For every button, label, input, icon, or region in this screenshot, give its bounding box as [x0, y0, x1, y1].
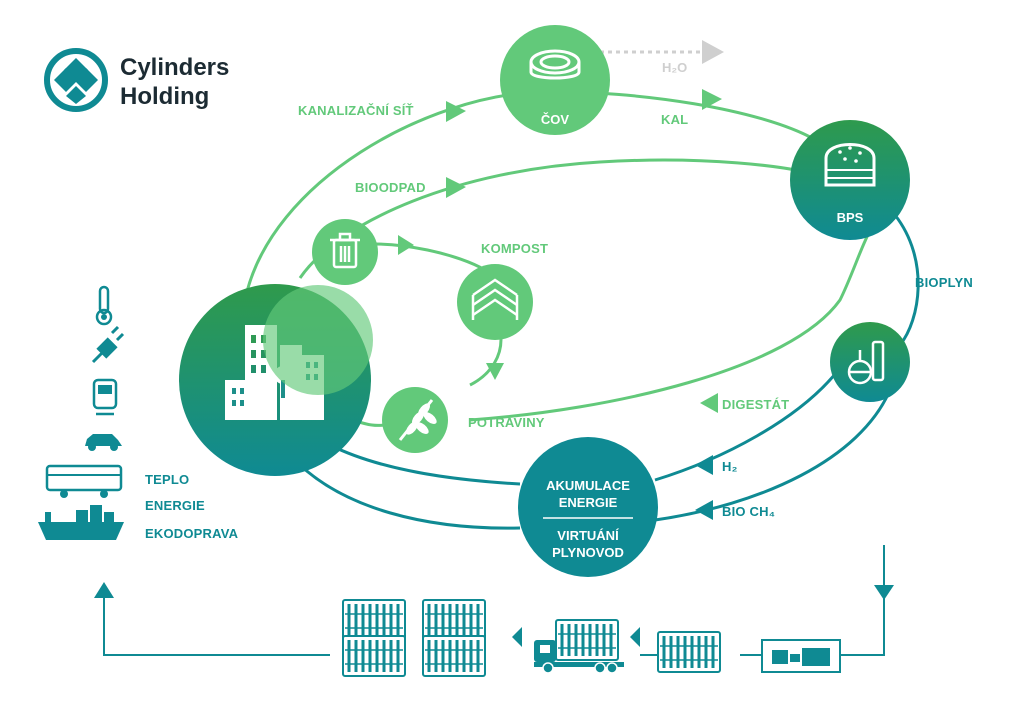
ship-icon: [38, 505, 124, 540]
city-overlap-highlight: [263, 285, 373, 395]
akumulace-line2: ENERGIE: [559, 495, 618, 510]
brand-name-line2: Holding: [120, 83, 209, 110]
city-to-akumulace-upper: [329, 443, 521, 486]
label-h2: H₂: [722, 459, 738, 474]
label-teplo: TEPLO: [145, 472, 189, 487]
bio-ch4-line: [654, 389, 892, 522]
label-kompost: KOMPOST: [481, 241, 548, 256]
compost-node: [457, 264, 533, 340]
label-potraviny: POTRAVINY: [468, 415, 545, 430]
akumulace-line1: AKUMULACE: [546, 478, 630, 493]
label-ekodoprava: EKODOPRAVA: [145, 526, 239, 541]
label-bio-ch4: BIO CH₄: [722, 504, 775, 519]
digestate-loop: [469, 206, 896, 422]
train-icon: [92, 378, 118, 416]
h2-arrow: [695, 455, 713, 475]
brand-logo: Cylinders Holding: [44, 48, 229, 112]
water-outflow-arrow: [702, 40, 724, 64]
left-arrow-2: [512, 627, 522, 647]
label-bioplyn: BIOPLYN: [915, 275, 973, 290]
label-h2o: H₂O: [662, 60, 687, 75]
bus-icon: [45, 464, 123, 498]
akumulace-line3: VIRTUÁNÍ: [557, 528, 619, 543]
outputs-icons: [38, 285, 125, 540]
flow-arrows: [94, 89, 894, 647]
biowaste-arrow: [446, 177, 466, 198]
cylinder-bundle-icon: [341, 598, 407, 642]
return-line: [103, 598, 330, 656]
brand-name-line1: Cylinders: [120, 54, 229, 81]
inner-biowaste-loop: [298, 158, 829, 279]
down-arrow: [874, 585, 894, 600]
truck-icon: [534, 618, 624, 674]
biogas-tank-icon: [824, 143, 876, 187]
cylinder-bundle-icon: [341, 634, 407, 678]
cov-node: ČOV: [500, 25, 610, 135]
lab-flask-icon: [847, 340, 885, 385]
lab-node: [830, 322, 910, 402]
diamond-logo-icon: [44, 48, 108, 112]
label-kal: KAL: [661, 112, 688, 127]
label-digestat: DIGESTÁT: [722, 397, 789, 412]
trash-node: [312, 219, 378, 285]
cylinder-bundle-icon: [656, 630, 722, 674]
wheat-icon: [398, 399, 437, 441]
car-icon: [85, 434, 122, 451]
label-kanalizacni-sit: KANALIZAČNÍ SÍŤ: [298, 103, 414, 118]
label-energie: ENERGIE: [145, 498, 205, 513]
city-to-akumulace-lower: [288, 453, 521, 530]
plug-icon: [91, 325, 125, 364]
cylinder-bundle-icon: [421, 634, 487, 678]
compost-heap-icon: [471, 278, 519, 320]
cylinder-bundle-icon: [421, 598, 487, 642]
up-arrow: [94, 582, 114, 598]
cov-label: ČOV: [541, 112, 570, 127]
thermometer-icon: [95, 285, 113, 326]
digestate-arrow: [700, 393, 718, 413]
compost-in-arrow: [398, 235, 414, 255]
sewage-arrow: [446, 101, 466, 122]
biogas-line: [893, 214, 920, 346]
left-arrow-1: [630, 627, 640, 647]
compressor-icon: [761, 639, 841, 673]
sludge-arrow: [702, 89, 722, 110]
akumulace-node: AKUMULACE ENERGIE VIRTUÁNÍ PLYNOVOD: [518, 437, 658, 577]
label-bioodpad: BIOODPAD: [355, 180, 426, 195]
compost-out-arrow: [486, 363, 504, 380]
akumulace-line4: PLYNOVOD: [552, 545, 624, 560]
cylinder-stack: [341, 598, 487, 678]
bps-node: BPS: [790, 120, 910, 240]
treatment-plant-icon: [529, 49, 581, 80]
bio-ch4-arrow: [695, 500, 713, 520]
h2-line: [654, 367, 842, 482]
trash-bin-icon: [330, 232, 360, 269]
bps-label: BPS: [837, 210, 864, 225]
wheat-node: [382, 387, 448, 453]
